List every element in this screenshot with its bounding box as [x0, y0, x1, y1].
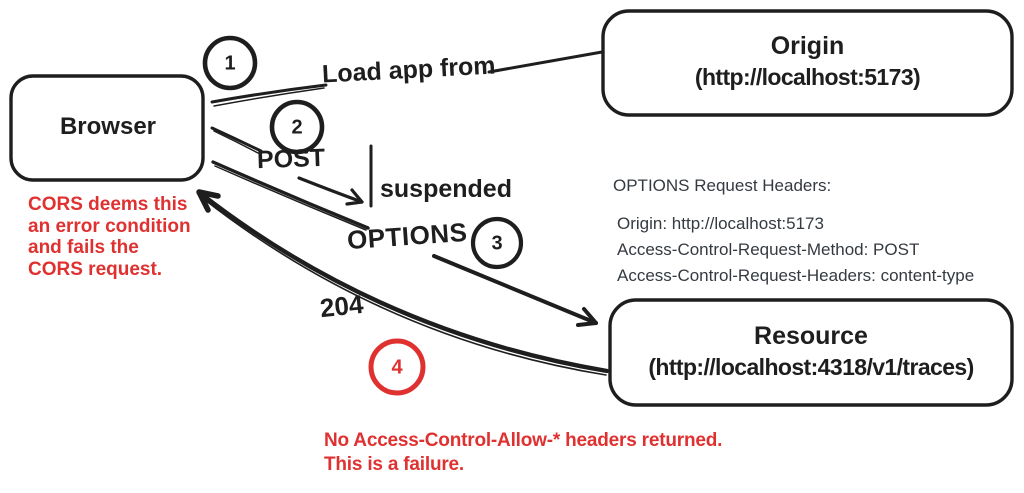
step-3-circle [470, 216, 524, 270]
cors-error-annotation: CORS deems this an error condition and f… [28, 194, 191, 280]
step-3-number: 3 [491, 232, 503, 255]
resource-title: Resource [754, 322, 868, 350]
step-1-circle [202, 35, 258, 91]
response-204-arrowhead [196, 189, 221, 213]
failure-annotation: No Access-Control-Allow-* headers return… [324, 430, 723, 475]
resource-box [608, 298, 1014, 407]
options-arrow-shaft [432, 254, 598, 325]
post-edge-label: POST [256, 143, 326, 175]
options-arrowhead [576, 307, 598, 327]
step-2-circle [269, 99, 325, 155]
post-arrow-shaft [297, 176, 364, 204]
suspended-edge-label: suspended [380, 175, 512, 203]
step-1-number: 1 [224, 52, 236, 75]
origin-box [601, 9, 1014, 117]
response-204-curve [197, 190, 610, 374]
response-204-curve-sketch [204, 199, 607, 376]
options-request-headers-title: OPTIONS Request Headers: [613, 176, 832, 195]
load-app-line-left-sketch [213, 87, 325, 107]
step-2-number: 2 [291, 116, 303, 139]
options-line-upper [211, 160, 370, 230]
origin-url: (http://localhost:5173) [694, 64, 921, 90]
options-request-headers-list: Origin: http://localhost:5173 Access-Con… [617, 214, 975, 285]
step-4-number: 4 [391, 356, 403, 379]
post-line-sketch [213, 130, 259, 154]
options-line-upper-sketch [214, 165, 367, 231]
load-app-line-left [210, 83, 328, 104]
post-arrowhead [345, 188, 364, 206]
load-app-line-right [487, 50, 604, 74]
post-line [210, 126, 263, 153]
browser-node-label: Browser [59, 113, 157, 140]
resource-url: (http://localhost:4318/v1/traces) [648, 354, 974, 380]
status-204-edge-label: 204 [318, 288, 365, 324]
step-4-circle [368, 338, 426, 396]
browser-box [9, 74, 205, 182]
resource-node-label: Resource (http://localhost:4318/v1/trace… [610, 321, 1012, 383]
origin-node-label: Origin (http://localhost:5173) [603, 31, 1012, 93]
origin-title: Origin [770, 32, 845, 60]
